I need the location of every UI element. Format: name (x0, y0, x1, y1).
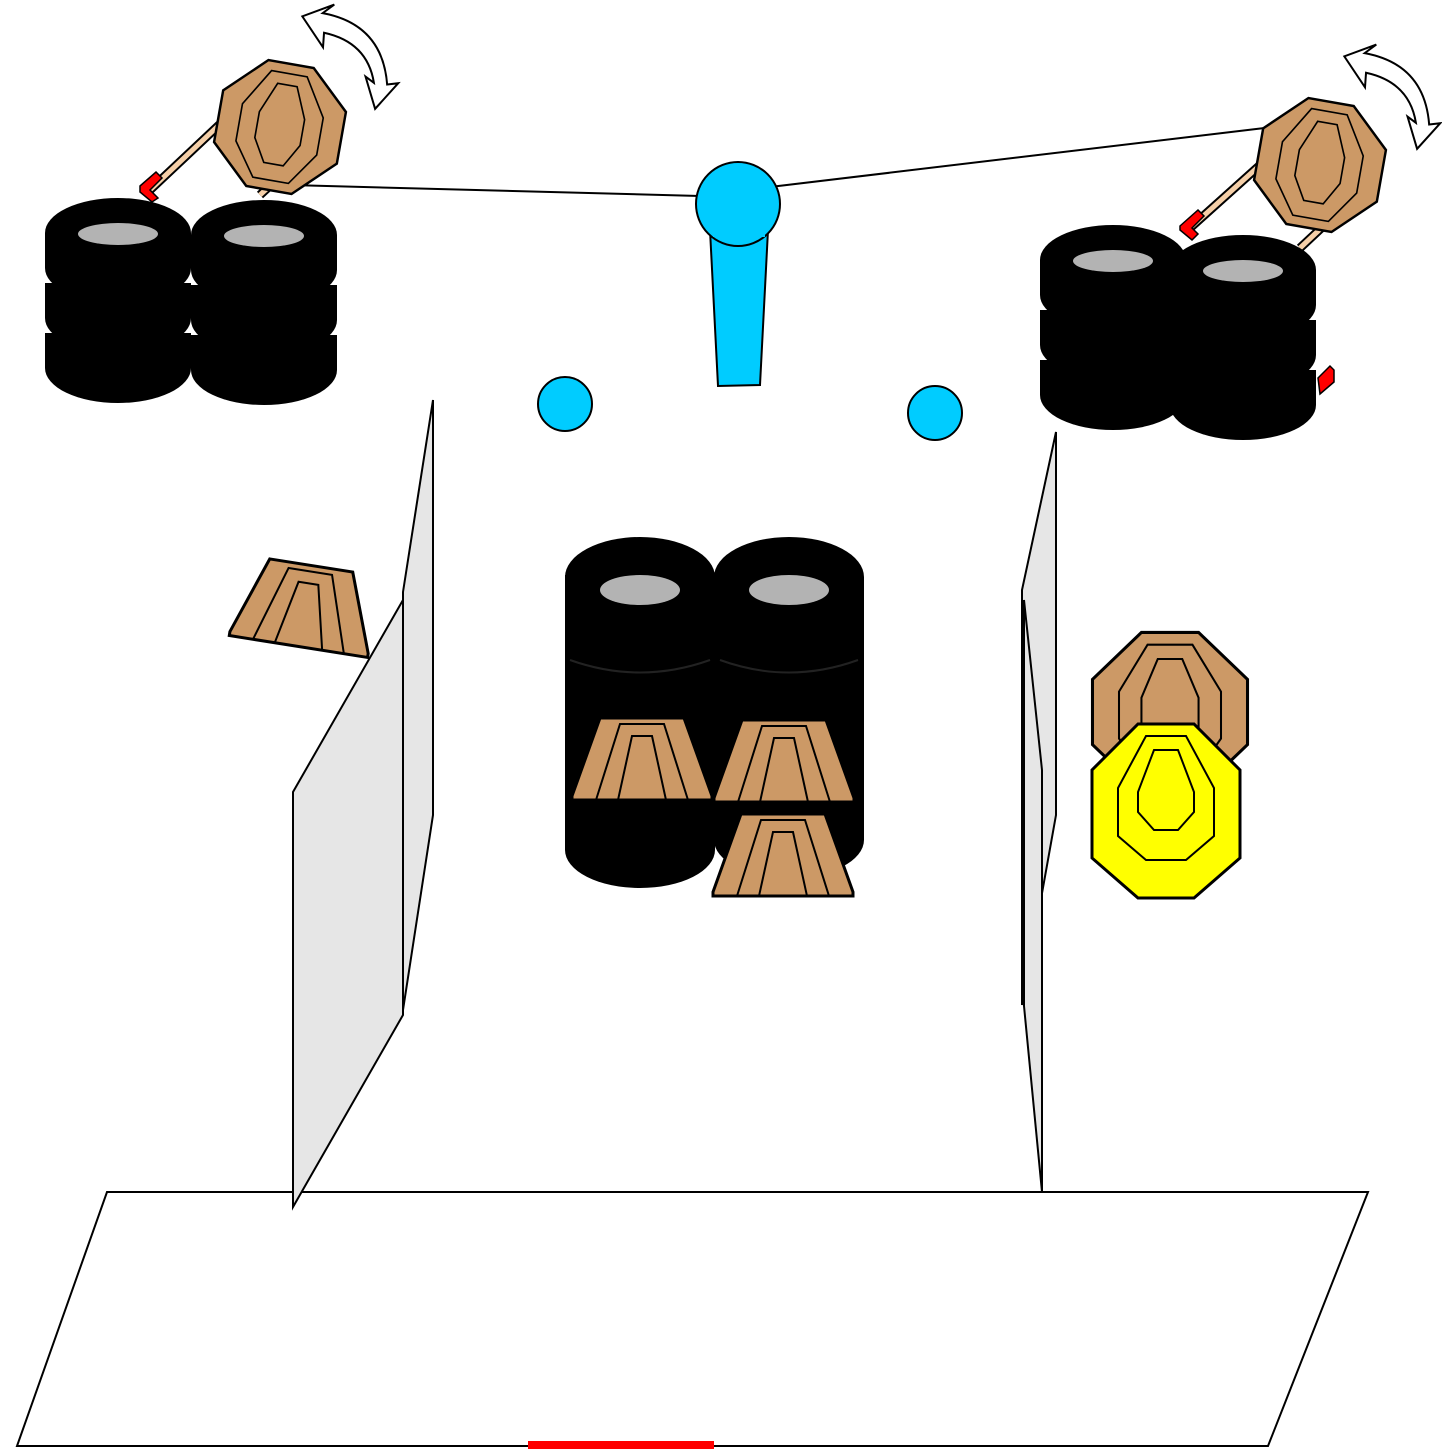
shooting-box (15, 1191, 1370, 1447)
wall-right (1021, 431, 1057, 1193)
steel-plate-right (907, 385, 963, 441)
popper-activator (695, 161, 781, 388)
steel-plate-left (537, 376, 593, 432)
swinger-target-right (1179, 34, 1442, 252)
activator-cables (289, 123, 1299, 197)
wall-left (292, 399, 434, 1211)
tire-stack-top-left (45, 198, 337, 405)
tire-stack-top-right (1040, 225, 1335, 440)
paper-target-left-wall (227, 553, 382, 659)
no-shoot-target-right (1090, 722, 1242, 900)
swinger-target-left (139, 0, 418, 203)
